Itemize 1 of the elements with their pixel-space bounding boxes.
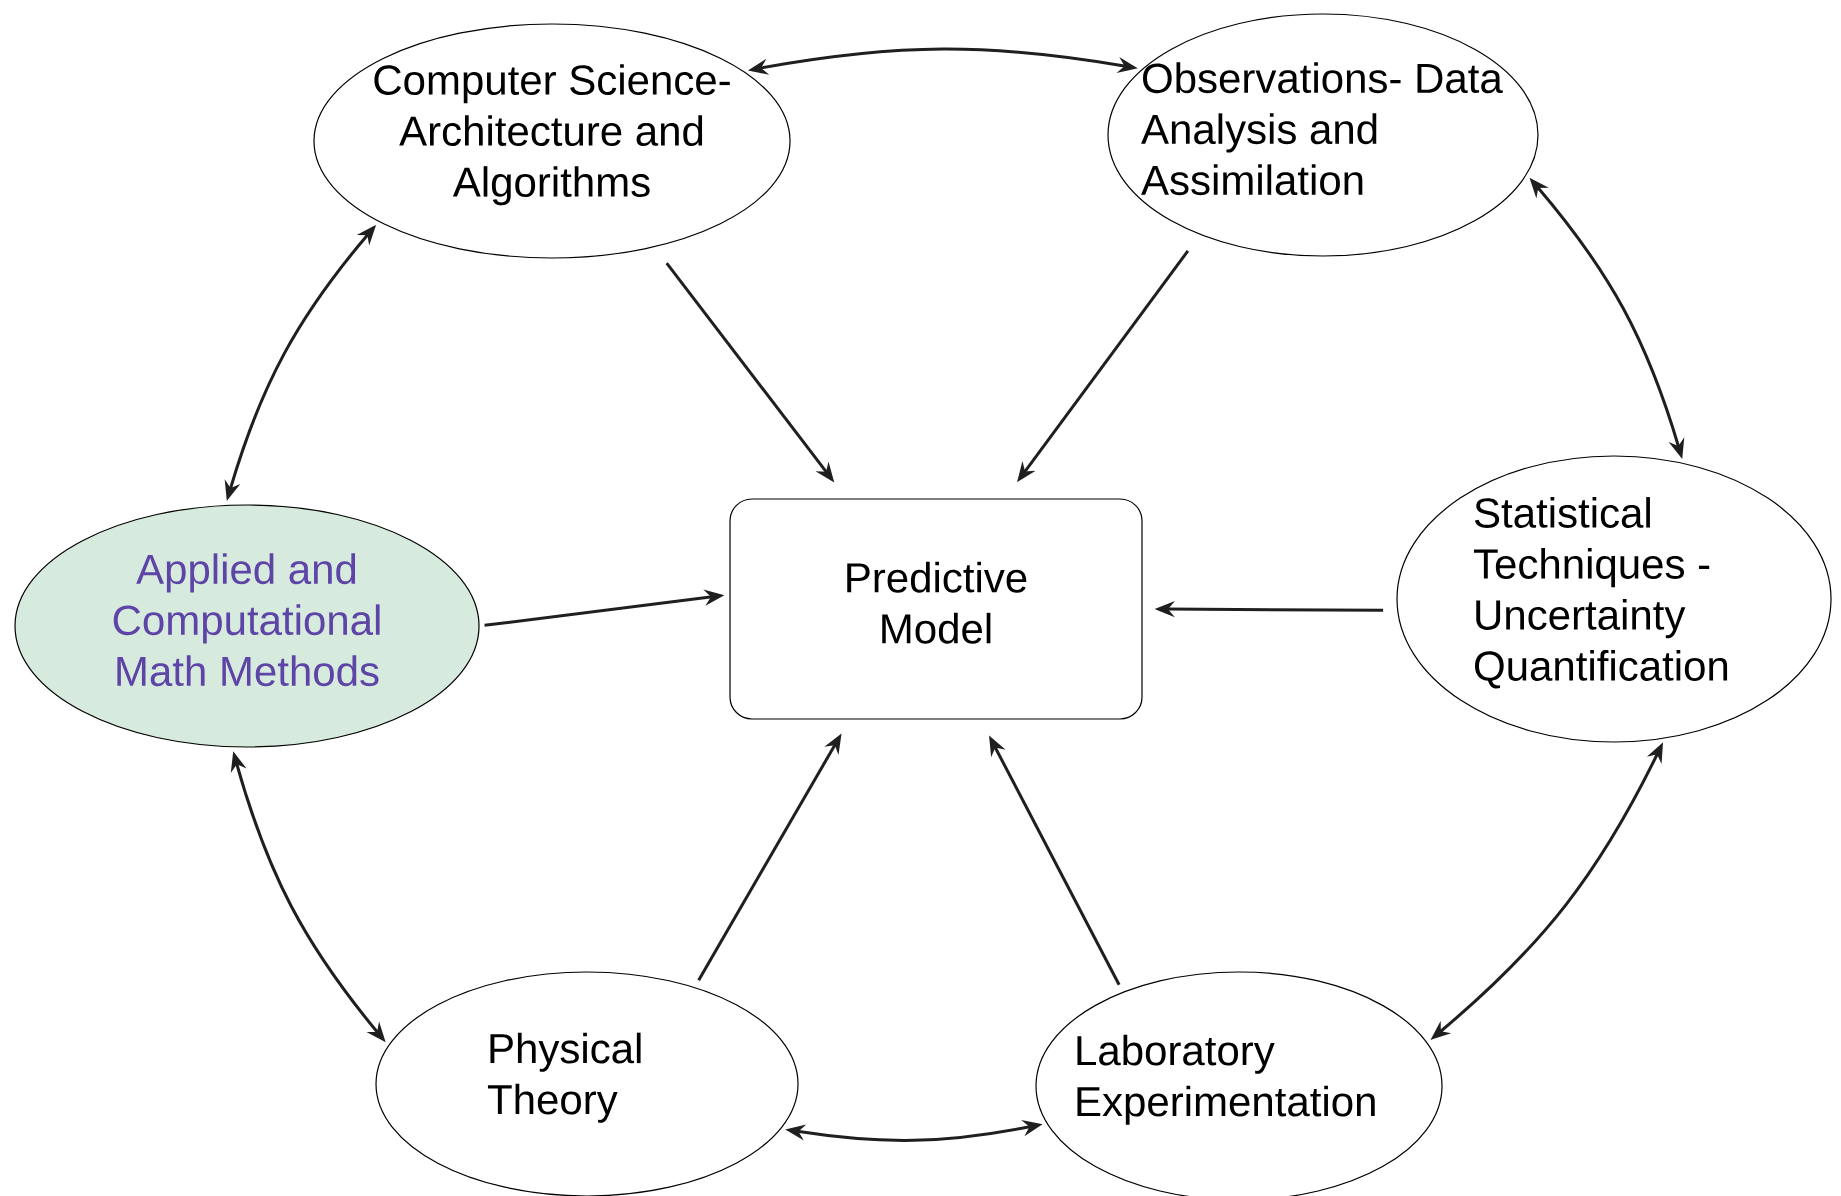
model-box: Predictive Model bbox=[729, 498, 1143, 720]
